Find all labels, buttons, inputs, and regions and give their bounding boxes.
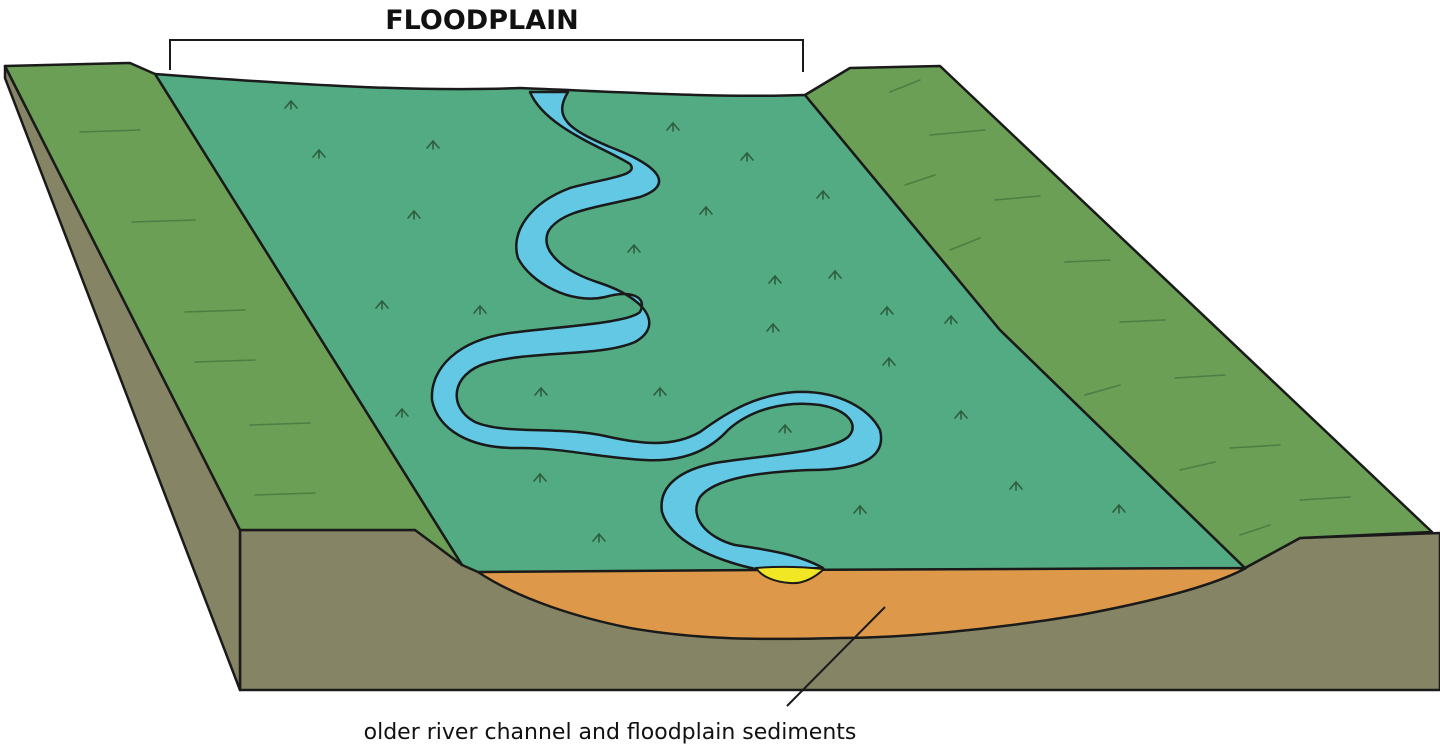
terrace-marks bbox=[79, 79, 1351, 536]
left-terrace-top bbox=[3, 61, 464, 567]
floodplain-bracket bbox=[169, 39, 804, 72]
point-bar bbox=[755, 565, 825, 585]
floodplain-title: FLOODPLAIN bbox=[385, 5, 579, 36]
grass-tufts bbox=[284, 99, 1126, 543]
sediment-layer bbox=[476, 565, 1248, 641]
sediment-caption: older river channel and floodplain sedim… bbox=[364, 720, 857, 745]
valley-floor bbox=[153, 72, 1247, 574]
right-terrace-top bbox=[803, 64, 1434, 570]
caption-leader-line bbox=[786, 606, 886, 707]
